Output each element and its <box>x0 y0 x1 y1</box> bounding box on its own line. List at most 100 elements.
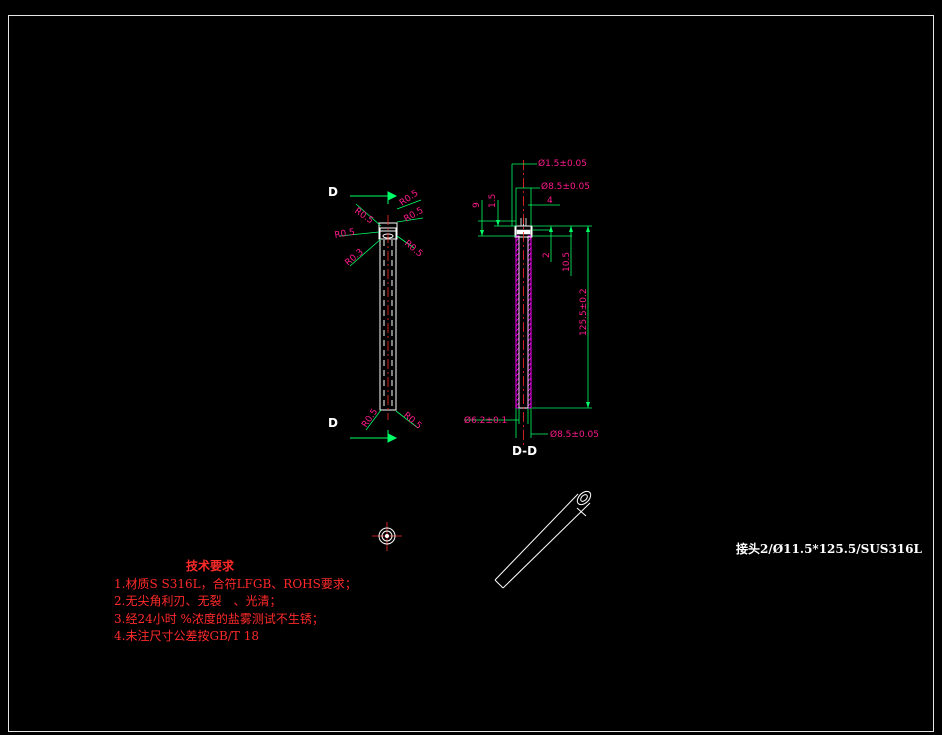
hatch-line <box>515 262 520 267</box>
hatch-line <box>515 392 520 397</box>
hatch-line <box>515 292 520 297</box>
hatch-line <box>515 252 520 257</box>
hatch-line <box>515 402 520 407</box>
hatch-line <box>527 377 532 382</box>
hatch-line <box>515 322 520 327</box>
hatch-line <box>527 357 532 362</box>
dim-9: 9 <box>472 202 482 208</box>
section-dimension-arrows <box>480 220 590 408</box>
hatch-line <box>515 242 520 247</box>
dim-front-r6: R0.3 <box>344 247 366 268</box>
section-view <box>514 160 533 448</box>
hatch-line <box>527 387 532 392</box>
hatch-line <box>527 247 532 252</box>
section-hatch <box>515 237 532 407</box>
hatch-line <box>515 282 520 287</box>
hatch-line <box>527 317 532 322</box>
end-view <box>372 522 402 551</box>
hatch-line <box>515 332 520 337</box>
hatch-line <box>527 382 532 387</box>
hatch-line <box>527 262 532 267</box>
dim-d-8-5: Ø8.5±0.05 <box>541 181 590 192</box>
hatch-line <box>527 237 532 242</box>
section-dimension-lines <box>464 163 592 438</box>
hatch-line <box>515 272 520 277</box>
hatch-line <box>515 237 520 242</box>
hatch-line <box>527 397 532 402</box>
hatch-line <box>527 332 532 337</box>
dim-2: 2 <box>542 252 552 258</box>
section-view-title: D-D <box>512 444 538 458</box>
technical-requirements: 技术要求 1.材质S S316L，合符LFGB、ROHS要求； 2.无尖角利刃、… <box>114 558 357 646</box>
hatch-line <box>515 267 520 272</box>
hatch-line <box>527 347 532 352</box>
notes-item: 3.经24小时 %浓度的盐雾测试不生锈； <box>114 611 324 626</box>
hatch-line <box>515 347 520 352</box>
hatch-line <box>527 302 532 307</box>
dim-d-6-2: Ø6.2±0.1 <box>464 415 507 426</box>
hatch-line <box>527 392 532 397</box>
hatch-line <box>515 342 520 347</box>
section-label-bottom: D <box>328 416 338 430</box>
hatch-line <box>527 297 532 302</box>
hatch-line <box>515 397 520 402</box>
hatch-line <box>527 282 532 287</box>
dim-d-1-5: Ø1.5±0.05 <box>538 158 587 169</box>
cut-top-arrow <box>387 191 398 201</box>
section-annotations: Ø1.5±0.05 Ø8.5±0.05 9 1.5 4 2 10.5 125.5… <box>464 158 599 440</box>
isometric-view <box>494 490 592 589</box>
notes-item: 1.材质S S316L，合符LFGB、ROHS要求； <box>114 576 357 591</box>
hatch-line <box>527 257 532 262</box>
hatch-line <box>527 267 532 272</box>
dim-front-r8: R0.5 <box>401 411 423 432</box>
hatch-line <box>515 307 520 312</box>
notes-item: 2.无尖角利刃、无裂 、光清； <box>114 594 282 608</box>
hatch-line <box>527 342 532 347</box>
dim-front-r7: R0.5 <box>360 407 380 430</box>
hatch-line <box>527 322 532 327</box>
cut-bottom-marker <box>350 430 389 439</box>
hatch-line <box>527 287 532 292</box>
front-leaders <box>339 199 424 431</box>
cut-bottom-arrow <box>387 433 398 443</box>
notes-item: 4.未注尺寸公差按GB/T 18 <box>114 629 259 643</box>
dim-front-r5: R0.5 <box>402 239 424 260</box>
hatch-line <box>527 352 532 357</box>
hatch-line <box>515 277 520 282</box>
notes-title: 技术要求 <box>186 559 235 573</box>
hatch-line <box>515 377 520 382</box>
hatch-line <box>527 337 532 342</box>
hatch-line <box>515 297 520 302</box>
hatch-line <box>527 367 532 372</box>
dim-125-5: 125.5±0.2 <box>579 288 589 336</box>
section-wall-left <box>515 235 520 409</box>
dim-1-5: 1.5 <box>488 194 498 208</box>
hatch-line <box>515 367 520 372</box>
hatch-line <box>515 352 520 357</box>
dim-10-5: 10.5 <box>562 252 572 272</box>
hatch-line <box>515 327 520 332</box>
hatch-line <box>527 272 532 277</box>
hatch-line <box>527 362 532 367</box>
hatch-line <box>515 357 520 362</box>
front-view <box>378 215 398 420</box>
dim-4: 4 <box>547 196 553 206</box>
section-label-top: D <box>328 185 338 199</box>
hatch-line <box>527 307 532 312</box>
hatch-line <box>527 402 532 407</box>
drawing-frame <box>8 15 934 732</box>
hatch-line <box>515 317 520 322</box>
hatch-line <box>527 277 532 282</box>
section-cut-markers <box>350 191 398 443</box>
hatch-line <box>527 327 532 332</box>
cut-top-marker <box>350 195 389 204</box>
hatch-line <box>515 312 520 317</box>
hatch-line <box>515 257 520 262</box>
hatch-line <box>515 337 520 342</box>
hatch-line <box>515 247 520 252</box>
dim-front-r2: R0.5 <box>398 188 421 208</box>
dim-d-8-5-bottom: Ø8.5±0.05 <box>550 429 599 440</box>
hatch-line <box>515 387 520 392</box>
